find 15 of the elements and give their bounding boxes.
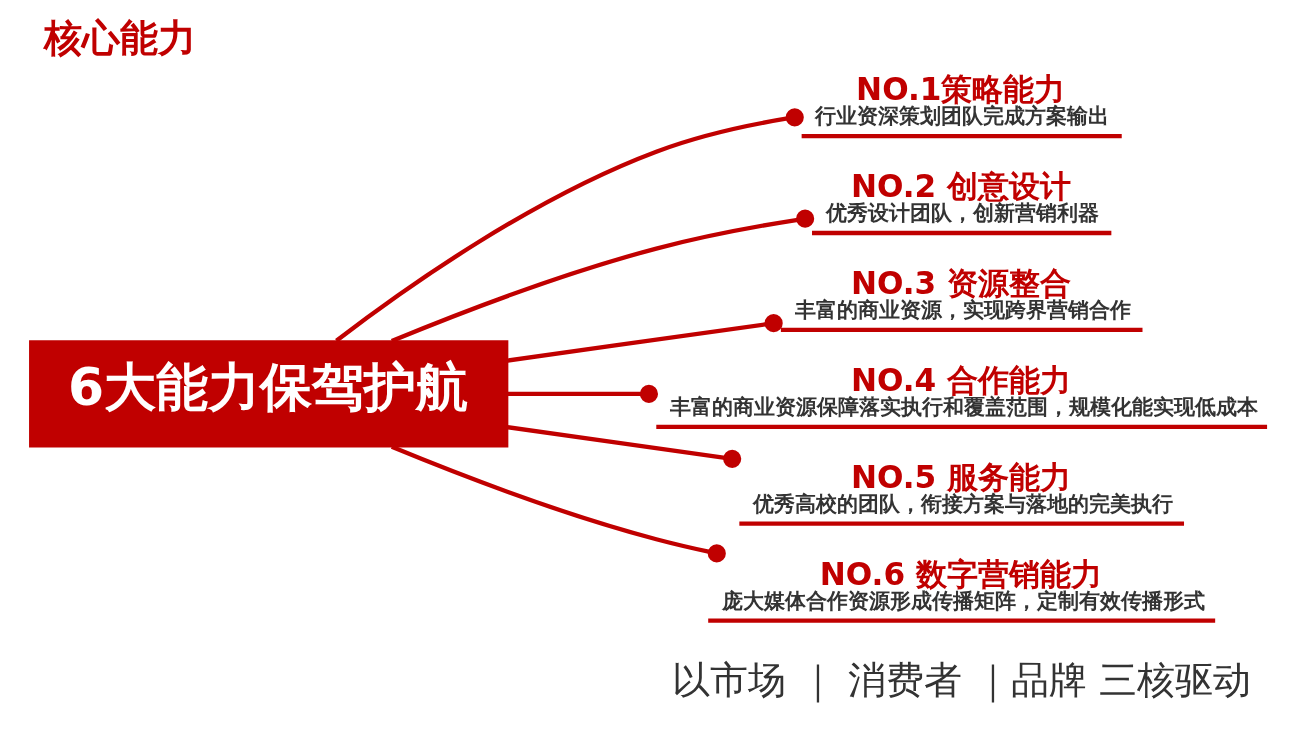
connector bbox=[506, 425, 741, 468]
node-text: NO.4 合作能力 丰富的商业资源保障落实执行和覆盖范围，规模化能实现低成本 bbox=[669, 362, 1258, 419]
diagram-title: 核心能力 bbox=[43, 15, 196, 60]
node-text: NO.5 服务能力 优秀高校的团队，衔接方案与落地的完美执行 bbox=[752, 459, 1173, 516]
node-text: NO.6 数字营销能力 庞大媒体合作资源形成传播矩阵，定制有效传播形式 bbox=[721, 555, 1205, 613]
connector bbox=[390, 209, 814, 343]
node-text: NO.2 创意设计 优秀设计团队，创新营销利器 bbox=[825, 168, 1099, 226]
node-box: 6大能力保驾护航 bbox=[28, 340, 508, 448]
label: 以市场 ｜ 消费者 ｜品牌 三核驱动 bbox=[671, 657, 1251, 702]
connector bbox=[506, 314, 783, 363]
node-text: NO.3 资源整合 丰富的商业资源，实现跨界营销合作 bbox=[794, 265, 1131, 323]
connector bbox=[334, 108, 804, 343]
node-text: NO.1策略能力 行业资深策划团队完成方案输出 bbox=[814, 71, 1109, 129]
connector bbox=[507, 384, 658, 403]
connector bbox=[390, 444, 726, 563]
